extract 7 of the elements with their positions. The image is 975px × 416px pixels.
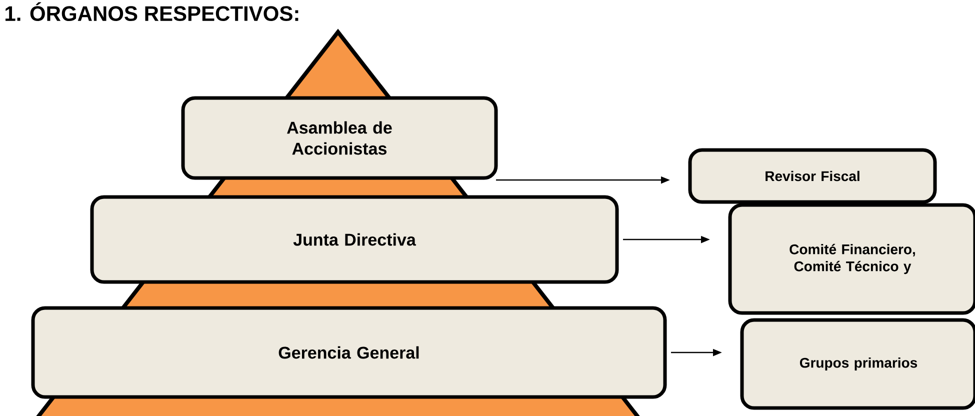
rounded-box: Asamblea de Accionistas [181, 96, 498, 180]
rounded-box: Revisor Fiscal [688, 148, 937, 204]
heading: 1. ÓRGANOS RESPECTIVOS: [6, 2, 298, 22]
rounded-box: Gerencia General [31, 306, 667, 399]
rounded-box: Comité Financiero, Comité Técnico y [728, 203, 975, 315]
rounded-box: Grupos primarios [740, 318, 975, 410]
rounded-box: Junta Directiva [90, 195, 619, 284]
